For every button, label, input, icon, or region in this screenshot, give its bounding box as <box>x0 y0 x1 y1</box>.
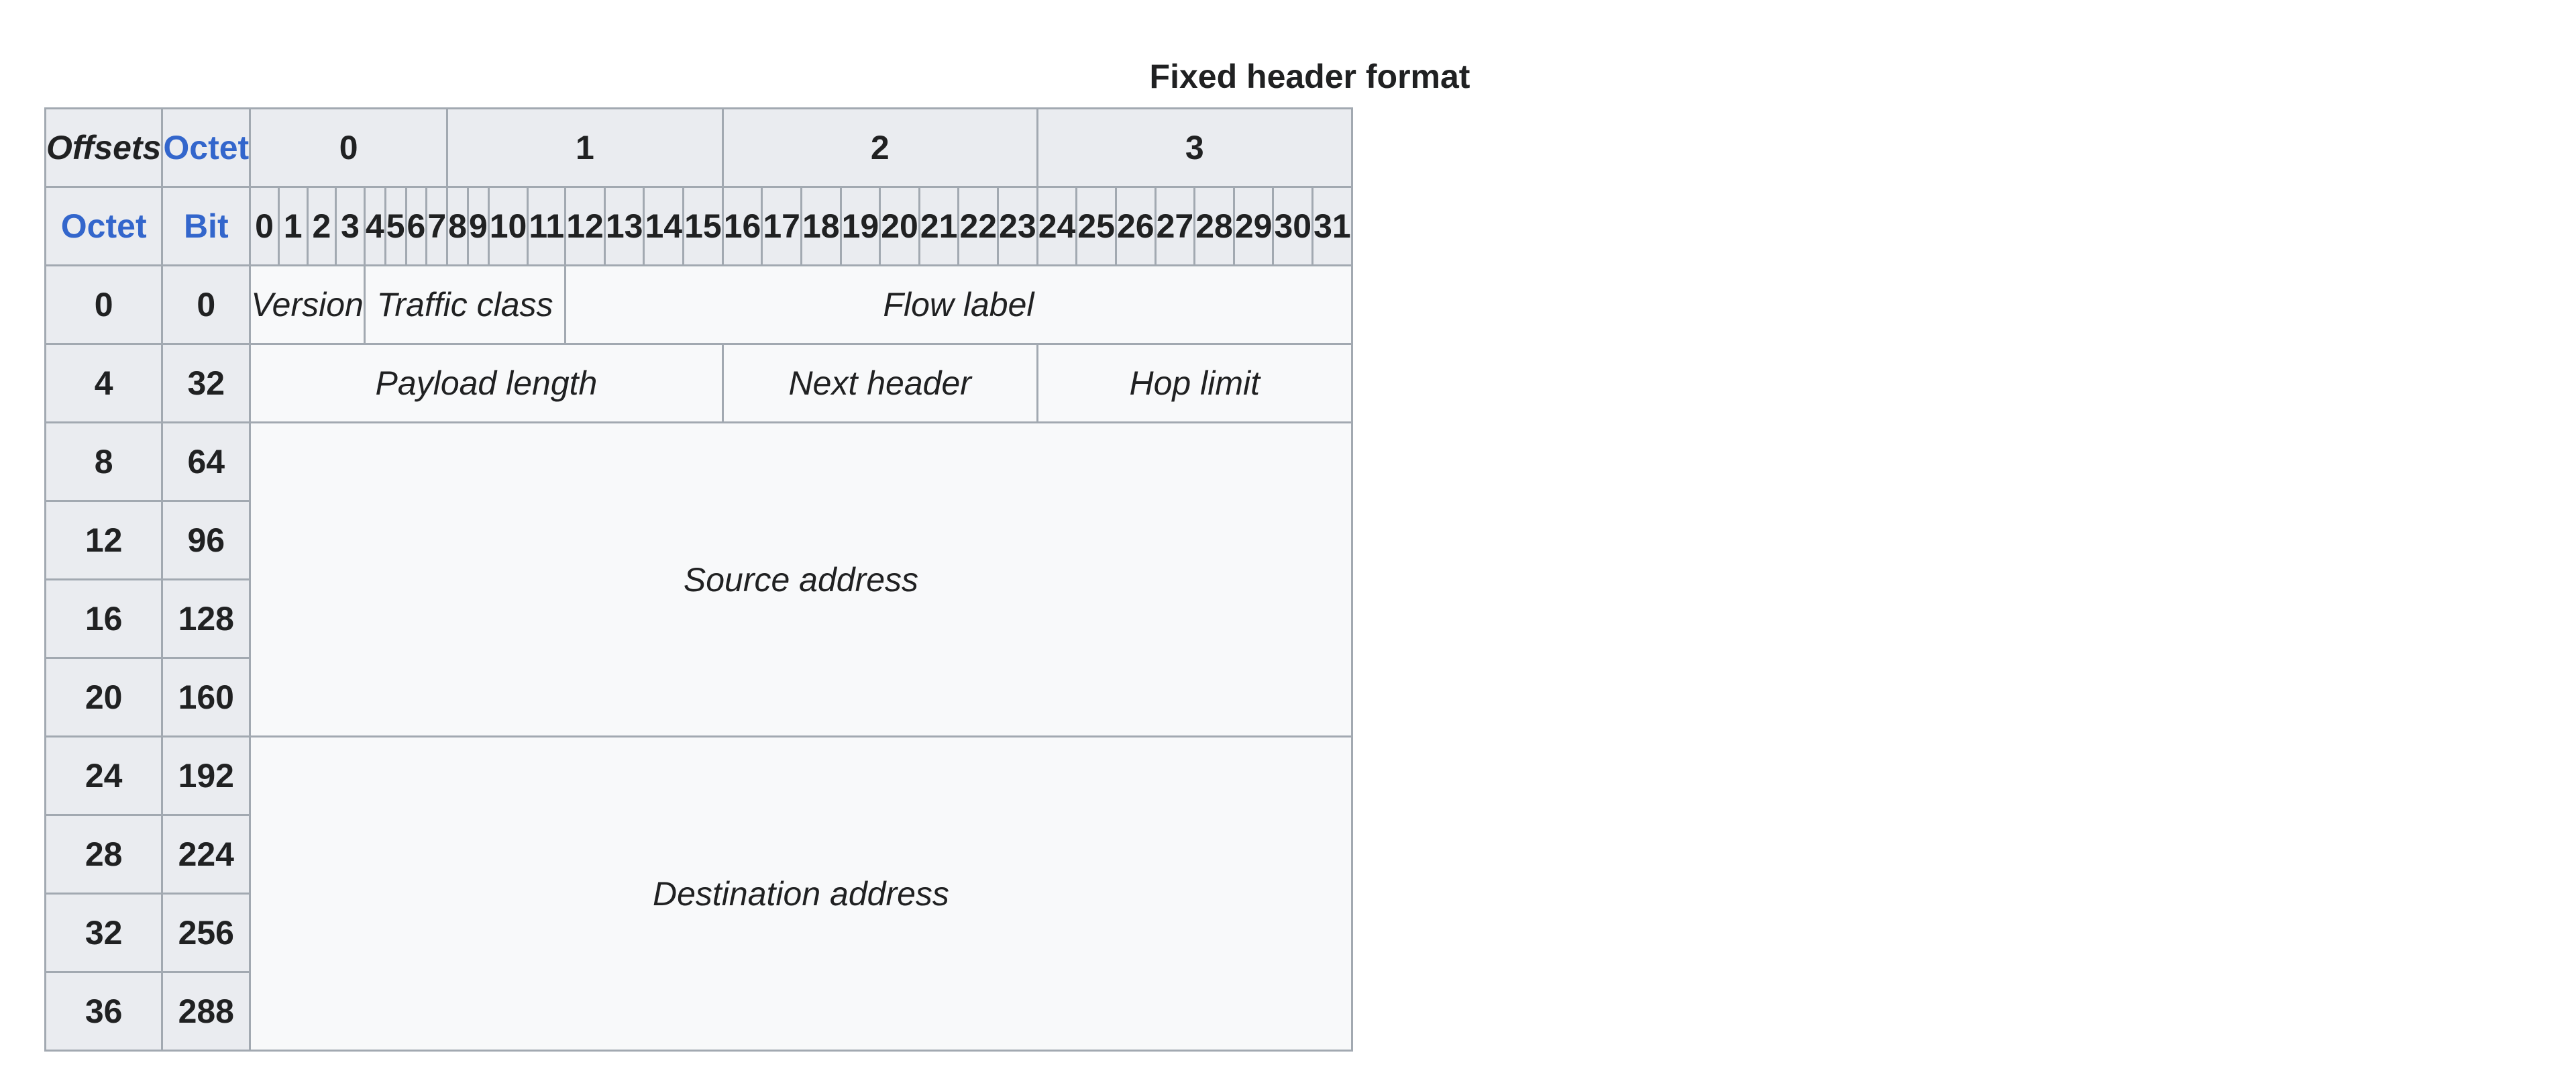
bit-header: 10 <box>487 186 529 266</box>
bit-header: 3 <box>335 186 366 266</box>
table-row: 16 128 <box>44 578 1352 659</box>
bit-header: 28 <box>1193 186 1235 266</box>
table-row: 36 288 <box>44 971 1352 1052</box>
bit-header: 16 <box>721 186 763 266</box>
field-destination-address: Destination address <box>249 735 1353 1052</box>
row-octet-offset: 4 <box>44 343 164 423</box>
row-bit-offset: 64 <box>161 421 252 502</box>
octet-column-link[interactable]: Octet <box>161 107 252 188</box>
bit-header: 15 <box>682 186 724 266</box>
bit-header: 0 <box>249 186 280 266</box>
bit-header: 14 <box>643 186 685 266</box>
bit-header: 25 <box>1075 186 1117 266</box>
row-octet-offset: 8 <box>44 421 164 502</box>
offsets-header: Offsets <box>44 107 164 188</box>
row-octet-offset: 36 <box>44 971 164 1052</box>
field-flow-label: Flow label <box>564 264 1353 345</box>
bit-header: 7 <box>425 186 449 266</box>
bit-header: 8 <box>446 186 469 266</box>
row-bit-offset: 96 <box>161 500 252 580</box>
bit-header: 23 <box>997 186 1038 266</box>
table-row: 20 160 <box>44 657 1352 737</box>
octet-2-header: 2 <box>721 107 1038 188</box>
field-traffic-class: Traffic class <box>363 264 567 345</box>
table-row: 32 256 <box>44 893 1352 973</box>
bit-header: 24 <box>1036 186 1078 266</box>
bit-header: 13 <box>603 186 645 266</box>
bit-header: 12 <box>564 186 606 266</box>
bit-header: 27 <box>1154 186 1196 266</box>
bit-header: 18 <box>800 186 842 266</box>
ipv6-fixed-header-table: Offsets Octet 0 1 2 3 Octet Bit 0 1 2 3 … <box>44 107 1353 1052</box>
row-bit-offset: 224 <box>161 814 252 895</box>
bit-header: 11 <box>527 186 567 266</box>
octet-0-header: 0 <box>249 107 449 188</box>
table-row: 4 32 Payload length Next header Hop limi… <box>44 343 1353 423</box>
table-row: 0 0 Version Traffic class Flow label <box>44 264 1353 345</box>
field-next-header: Next header <box>721 343 1038 423</box>
bit-header: 26 <box>1114 186 1157 266</box>
header-row-bits: Octet Bit 0 1 2 3 4 5 6 7 8 9 10 11 12 1… <box>44 186 1353 266</box>
bit-link[interactable]: Bit <box>161 186 252 266</box>
row-octet-offset: 20 <box>44 657 164 737</box>
row-bit-offset: 256 <box>161 893 252 973</box>
field-payload-length: Payload length <box>249 343 724 423</box>
row-octet-offset: 24 <box>44 735 164 816</box>
bit-header: 4 <box>363 186 386 266</box>
table-row: 8 64 Source address <box>44 421 1353 737</box>
row-bit-offset: 160 <box>161 657 252 737</box>
row-bit-offset: 128 <box>161 578 252 659</box>
bit-header: 22 <box>957 186 1000 266</box>
row-bit-offset: 288 <box>161 971 252 1052</box>
octet-row-link[interactable]: Octet <box>44 186 164 266</box>
field-source-address: Source address <box>249 421 1353 737</box>
row-octet-offset: 12 <box>44 500 164 580</box>
row-bit-offset: 32 <box>161 343 252 423</box>
row-octet-offset: 28 <box>44 814 164 895</box>
bit-header: 5 <box>384 186 407 266</box>
table-row: 24 192 Destination address <box>44 735 1353 1052</box>
bit-header: 1 <box>277 186 309 266</box>
row-octet-offset: 16 <box>44 578 164 659</box>
row-bit-offset: 192 <box>161 735 252 816</box>
bit-header: 17 <box>761 186 802 266</box>
bit-header: 19 <box>839 186 881 266</box>
bit-header: 9 <box>466 186 490 266</box>
field-hop-limit: Hop limit <box>1036 343 1353 423</box>
bit-header: 30 <box>1272 186 1314 266</box>
table-caption: Fixed header format <box>1149 58 1470 95</box>
table-row: 28 224 <box>44 814 1352 895</box>
field-version: Version <box>249 264 366 345</box>
row-bit-offset: 0 <box>161 264 252 345</box>
octet-3-header: 3 <box>1036 107 1353 188</box>
bit-header: 21 <box>918 186 960 266</box>
row-octet-offset: 32 <box>44 893 164 973</box>
row-octet-offset: 0 <box>44 264 164 345</box>
bit-header: 29 <box>1232 186 1275 266</box>
table-row: 12 96 <box>44 500 1352 580</box>
bit-header: 31 <box>1311 186 1353 266</box>
octet-1-header: 1 <box>446 107 724 188</box>
bit-header: 2 <box>306 186 337 266</box>
header-row-octets: Offsets Octet 0 1 2 3 <box>44 107 1353 188</box>
bit-header: 20 <box>879 186 920 266</box>
bit-header: 6 <box>405 186 428 266</box>
